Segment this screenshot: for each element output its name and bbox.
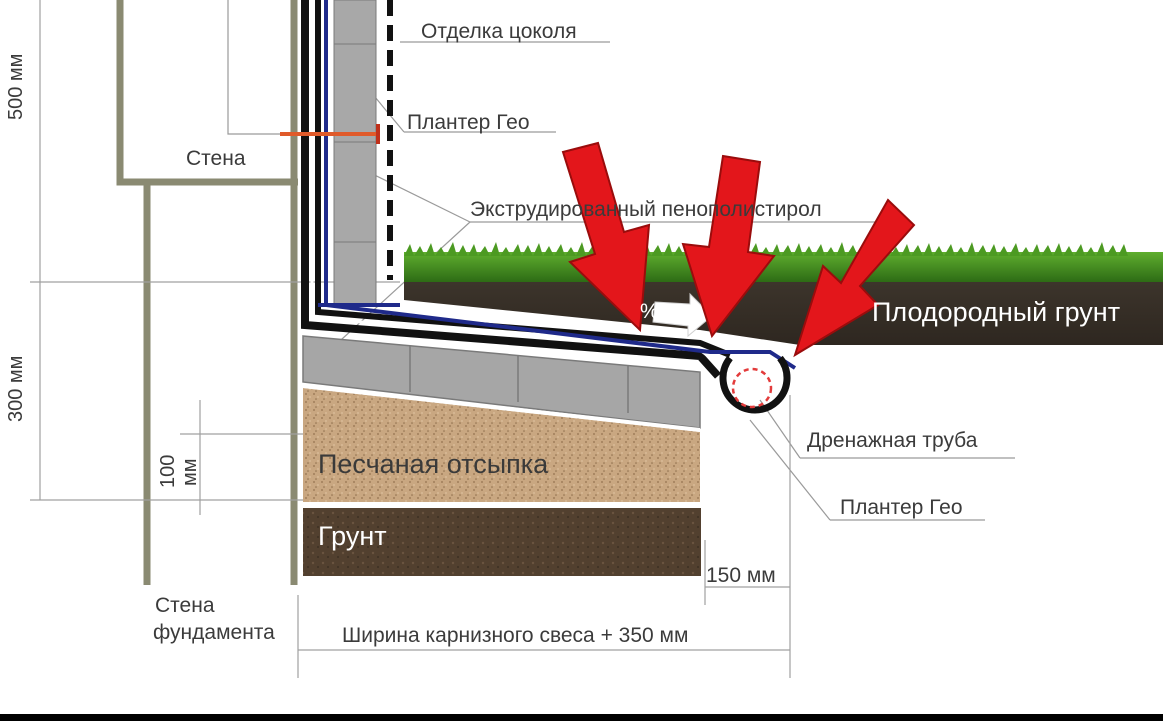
label-plinth-finish: Отделка цоколя bbox=[421, 20, 577, 43]
label-foundation-wall-2: фундамента bbox=[153, 621, 275, 644]
label-slope-percent: % bbox=[640, 300, 659, 323]
bottom-border bbox=[0, 714, 1163, 721]
label-extruded-polystyrene: Экструдированный пенополистирол bbox=[470, 198, 822, 221]
label-150mm: 150 мм bbox=[706, 564, 776, 587]
plinth-insulation-blocks bbox=[333, 0, 377, 305]
label-foundation-wall-1: Стена bbox=[155, 594, 215, 617]
slope-arrow bbox=[652, 292, 713, 338]
label-ground: Грунт bbox=[318, 521, 387, 551]
label-planter-geo-bottom: Плантер Гео bbox=[840, 496, 963, 519]
dimension-lines bbox=[30, 0, 791, 678]
label-drainage-pipe: Дренажная труба bbox=[807, 429, 978, 452]
label-100-mm: мм bbox=[179, 458, 201, 487]
foundation-wall bbox=[143, 0, 298, 585]
red-arrow-3 bbox=[793, 198, 916, 358]
label-wall: Стена bbox=[186, 147, 246, 170]
red-arrow-2 bbox=[681, 154, 776, 339]
membrane-layers bbox=[301, 0, 797, 379]
label-500mm: 500 мм bbox=[5, 53, 27, 120]
label-300mm: 300 мм bbox=[5, 355, 27, 422]
fertile-soil bbox=[404, 278, 1163, 345]
grass bbox=[404, 242, 1163, 282]
drainage-pipe bbox=[719, 355, 791, 414]
label-100: 100 bbox=[157, 454, 179, 488]
red-arrows bbox=[561, 141, 916, 358]
label-sand-fill: Песчаная отсыпка bbox=[318, 449, 549, 479]
label-fertile-soil: Плодородный грунт bbox=[872, 297, 1121, 327]
sand-layer bbox=[303, 388, 700, 502]
ground-layer bbox=[303, 508, 701, 576]
upper-wall bbox=[116, 0, 298, 186]
label-eave-width: Ширина карнизного свеса + 350 мм bbox=[342, 624, 689, 647]
red-arrow-1 bbox=[561, 141, 651, 333]
label-planter-geo-top: Плантер Гео bbox=[407, 111, 530, 134]
